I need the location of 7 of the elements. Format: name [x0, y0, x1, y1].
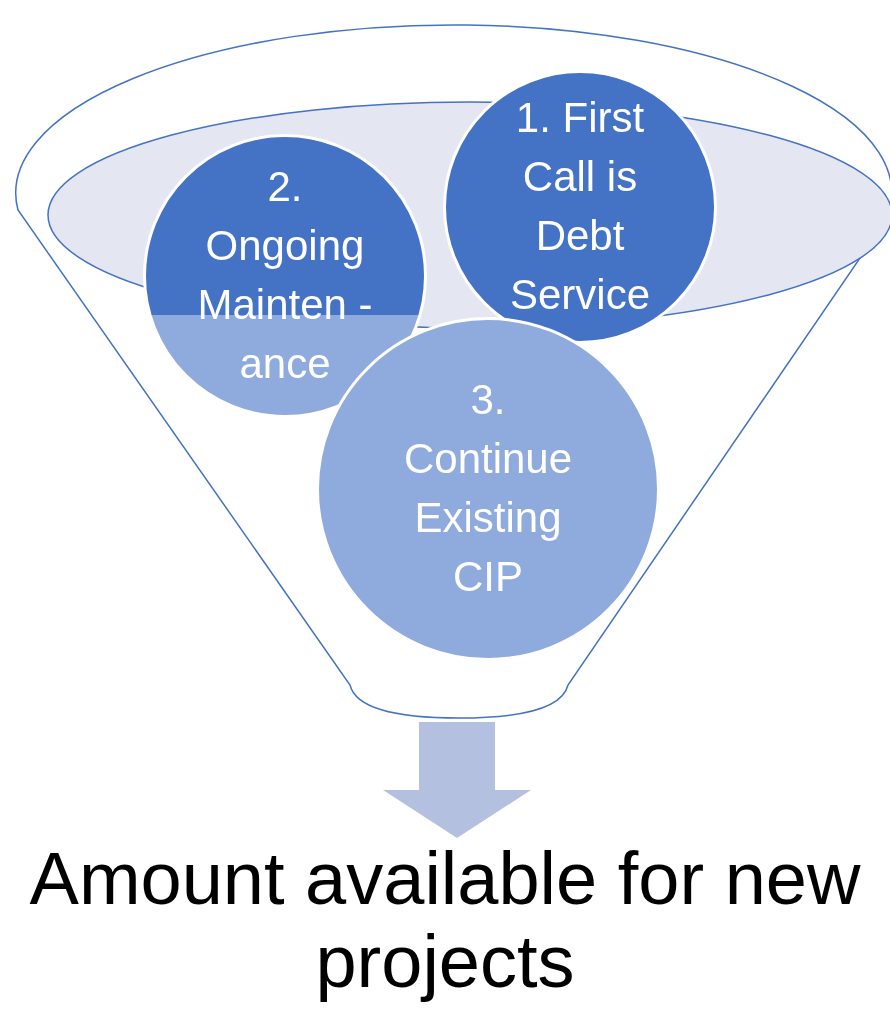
- node-text: 1. First Call is Debt Service: [508, 93, 652, 320]
- node-text: 3. Continue Existing CIP: [402, 375, 574, 602]
- block-arrow: [383, 722, 531, 838]
- node-text: 2. Ongoing Mainten -ance: [196, 162, 374, 389]
- node-text: Amount available for new projects: [28, 838, 862, 1004]
- circle-node: [143, 134, 427, 418]
- circle-node: [443, 70, 717, 344]
